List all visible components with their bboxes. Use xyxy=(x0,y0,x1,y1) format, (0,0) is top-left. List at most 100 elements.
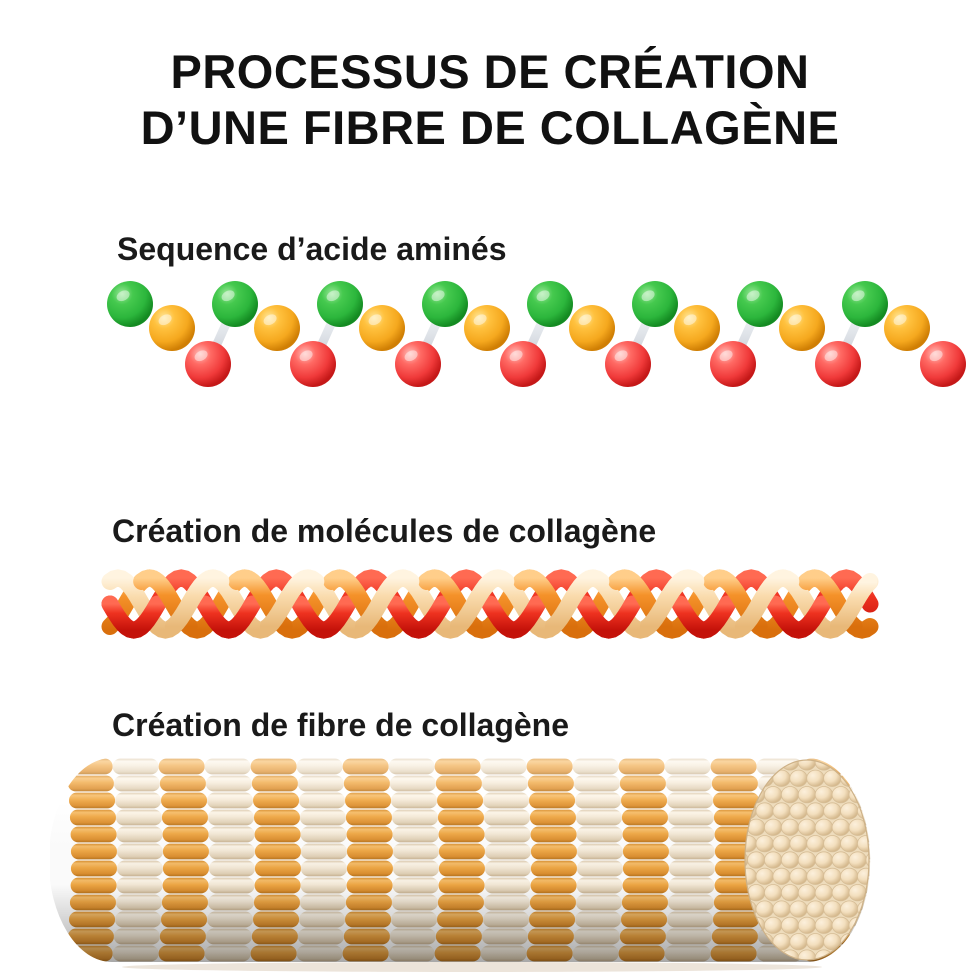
sphere-specular-highlight xyxy=(893,314,907,326)
cross-section-rod xyxy=(831,884,850,902)
sphere-specular-highlight xyxy=(788,314,802,326)
cross-section-rod xyxy=(840,900,859,918)
cross-section-rod xyxy=(772,900,791,918)
cross-section-rod xyxy=(831,818,850,836)
cross-section-rod xyxy=(824,737,841,753)
cross-section-rod xyxy=(865,884,869,902)
cross-section-rod xyxy=(755,802,774,820)
cross-section-rod xyxy=(831,851,850,869)
cross-section-rod xyxy=(806,802,825,820)
cross-section-rod xyxy=(831,916,850,934)
cross-section-rod xyxy=(789,802,808,820)
cross-section-rod xyxy=(874,737,891,753)
cross-section-outline xyxy=(744,759,870,961)
collagen-triple-helix-diagram xyxy=(100,552,880,652)
cross-section-rod xyxy=(789,835,808,853)
triple-helix-svg xyxy=(101,569,879,639)
sphere-specular-highlight xyxy=(299,350,313,362)
cross-section-rod xyxy=(797,851,817,869)
cross-section-rod xyxy=(780,818,800,836)
cross-section-rod xyxy=(806,867,825,885)
page-title-line-2: D’UNE FIBRE DE COLLAGÈNE xyxy=(140,101,840,154)
red-strand-front-arc xyxy=(291,595,356,639)
cross-section-rod xyxy=(780,851,800,869)
cross-section-rod xyxy=(797,884,817,902)
amino-acid-chain-group xyxy=(107,281,966,387)
cross-section-rod xyxy=(755,900,774,918)
fibre-rod-cream xyxy=(849,928,871,945)
green-residue xyxy=(527,281,573,327)
cross-section-rod xyxy=(857,737,874,753)
cross-section-rod xyxy=(874,966,891,980)
cross-section-rod xyxy=(806,835,825,853)
cross-section-rod xyxy=(840,802,859,820)
cross-section-rod xyxy=(780,786,800,804)
cross-section-rod xyxy=(806,900,825,918)
cream-strand-front-arc xyxy=(829,574,878,636)
triple-helix-group xyxy=(101,569,879,639)
cross-section-rod xyxy=(772,802,791,820)
sphere-specular-highlight xyxy=(194,350,208,362)
cross-section-rod xyxy=(823,835,842,853)
cross-section-rod xyxy=(807,737,824,753)
red-residue xyxy=(920,341,966,387)
cross-section-rod xyxy=(831,949,850,960)
cream-strand-front-arc xyxy=(354,569,420,636)
red-strand-front-arc xyxy=(766,595,831,639)
sphere-specular-highlight xyxy=(263,314,277,326)
red-residue xyxy=(605,341,651,387)
red-strand-front-arc xyxy=(576,595,641,639)
green-residue xyxy=(317,281,363,327)
cross-section-rod xyxy=(764,786,783,804)
cross-section-rod xyxy=(841,966,858,980)
sphere-specular-highlight xyxy=(719,350,733,362)
green-residue xyxy=(107,281,153,327)
orange-residue xyxy=(779,305,825,351)
sphere-specular-highlight xyxy=(473,314,487,326)
cross-section-rod xyxy=(841,737,858,753)
cross-section-rod xyxy=(797,786,817,804)
cross-section-rod xyxy=(814,818,834,836)
sphere-specular-highlight xyxy=(851,290,865,302)
sphere-specular-highlight xyxy=(431,290,445,302)
cross-section-rod xyxy=(764,916,783,934)
fibre-rod-cream xyxy=(848,758,871,775)
cross-section-rod xyxy=(857,933,869,951)
cross-section-rod xyxy=(789,769,808,787)
cross-section-rod xyxy=(857,835,869,853)
cross-section-rod xyxy=(790,737,807,753)
cross-section-rod xyxy=(772,835,791,853)
green-residue xyxy=(737,281,783,327)
cross-section-rod xyxy=(814,916,834,934)
section-label-fibre: Création de fibre de collagène xyxy=(112,707,569,743)
cross-section-rod xyxy=(865,760,869,771)
green-residue xyxy=(212,281,258,327)
red-strand-front-arc xyxy=(101,595,166,639)
cross-section-rod xyxy=(739,737,756,753)
sphere-specular-highlight xyxy=(509,350,523,362)
red-strand-front-arc xyxy=(481,595,546,639)
cross-section-rod xyxy=(823,900,842,918)
page-title: PROCESSUS DE CRÉATION D’UNE FIBRE DE COL… xyxy=(0,44,980,156)
cream-strand-front-arc xyxy=(164,569,230,636)
cross-section-rod xyxy=(874,835,891,851)
sphere-specular-highlight xyxy=(683,314,697,326)
section-label-molecule: Création de molécules de collagène xyxy=(112,513,657,549)
cross-section-rod xyxy=(865,949,869,960)
cross-section-rod xyxy=(865,818,869,836)
sphere-specular-highlight xyxy=(158,314,172,326)
cream-strand-front-arc xyxy=(639,569,705,636)
cross-section-rod xyxy=(756,737,773,753)
sphere-specular-highlight xyxy=(578,314,592,326)
fibre-rod-cream xyxy=(848,945,871,962)
cross-section-rod xyxy=(755,867,774,885)
fibre-bundle-group xyxy=(50,737,891,980)
page-title-line-1: PROCESSUS DE CRÉATION xyxy=(170,45,810,98)
cross-section-rod xyxy=(755,835,774,853)
cross-section-rod xyxy=(823,802,842,820)
red-strand-front-arc xyxy=(386,595,451,639)
cross-section-rod xyxy=(789,867,808,885)
fibre-rod-cream xyxy=(849,775,871,792)
sphere-specular-highlight xyxy=(368,314,382,326)
cross-section-rod xyxy=(857,867,869,885)
